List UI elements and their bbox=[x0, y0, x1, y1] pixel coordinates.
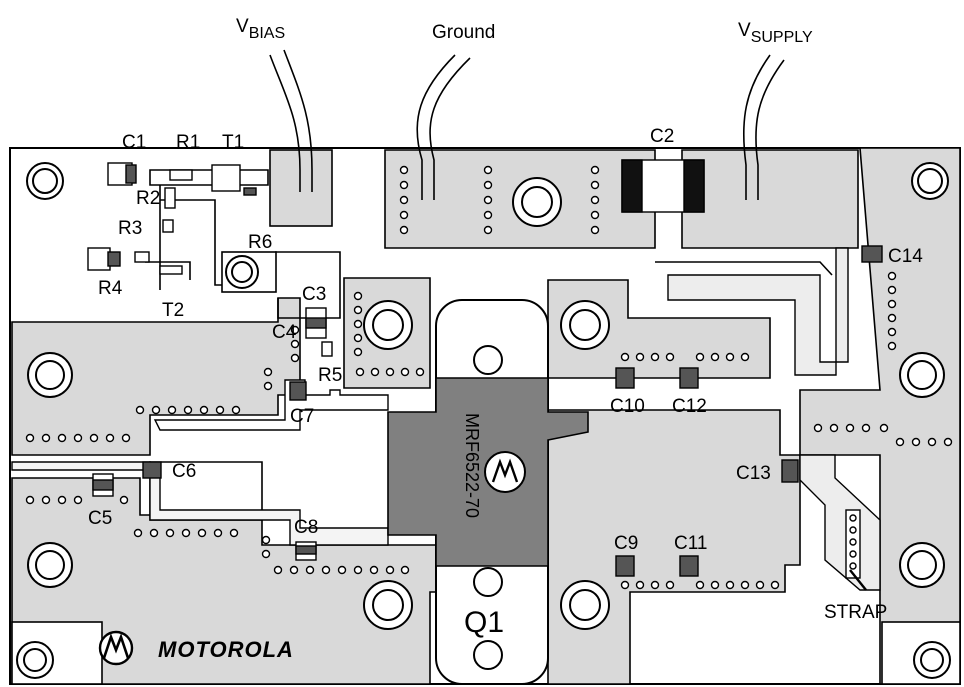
res-r5 bbox=[321, 341, 333, 357]
label-r2: R2 bbox=[136, 188, 160, 209]
ground-label: Ground bbox=[432, 22, 495, 43]
input-match-line bbox=[153, 379, 389, 431]
wire-vsupply bbox=[742, 54, 785, 200]
label-c1: C1 bbox=[122, 132, 146, 153]
transistor-t1 bbox=[211, 164, 241, 192]
pad-vbias bbox=[269, 149, 333, 227]
label-c3: C3 bbox=[302, 284, 326, 305]
label-c9: C9 bbox=[614, 533, 638, 554]
label-c11: C11 bbox=[674, 533, 707, 554]
label-c5: C5 bbox=[88, 508, 112, 529]
label-c6: C6 bbox=[172, 461, 196, 482]
cap-c13 bbox=[781, 459, 799, 483]
res-r1 bbox=[169, 169, 193, 181]
label-r4: R4 bbox=[98, 278, 123, 299]
motorola-logo-icon bbox=[98, 630, 134, 666]
label-c13: C13 bbox=[736, 463, 771, 484]
label-c2: C2 bbox=[650, 126, 674, 147]
label-t1: T1 bbox=[222, 132, 244, 153]
vias bbox=[25, 165, 953, 590]
parts bbox=[87, 159, 883, 577]
brand-name: MOTOROLA bbox=[158, 637, 294, 662]
q1-transistor bbox=[387, 299, 589, 685]
label-r3: R3 bbox=[118, 218, 142, 239]
cap-c9 bbox=[615, 555, 635, 577]
label-r5: R5 bbox=[318, 365, 342, 386]
cap-c10 bbox=[615, 367, 635, 389]
supply-feed-trace bbox=[667, 247, 849, 376]
label-r1: R1 bbox=[176, 132, 200, 153]
cap-c6 bbox=[142, 461, 162, 479]
label-c10: C10 bbox=[610, 396, 645, 417]
cap-c7 bbox=[289, 381, 307, 401]
label-c8: C8 bbox=[294, 517, 318, 538]
wire-vbias bbox=[269, 49, 313, 192]
label-q1: Q1 bbox=[464, 606, 504, 639]
label-strap: STRAP bbox=[824, 602, 887, 623]
cap-c14 bbox=[861, 245, 883, 263]
res-r3 bbox=[162, 219, 174, 233]
pad-vsupply bbox=[681, 149, 859, 249]
vbias-label: VBIAS bbox=[236, 16, 285, 42]
wire-ground bbox=[416, 54, 471, 200]
mounting-holes bbox=[16, 162, 951, 679]
cap-c12 bbox=[679, 367, 699, 389]
cap-c11 bbox=[679, 555, 699, 577]
label-c4: C4 bbox=[272, 322, 297, 343]
label-r6: R6 bbox=[248, 232, 272, 253]
supply-feed-loop bbox=[655, 261, 833, 276]
pad-drain-lower bbox=[547, 409, 801, 685]
device-logo-icon bbox=[491, 458, 519, 483]
strap-wire bbox=[849, 569, 867, 591]
res-r2 bbox=[164, 187, 176, 209]
label-c14: C14 bbox=[888, 246, 923, 267]
vsupply-label: VSUPPLY bbox=[738, 20, 813, 46]
label-c7: C7 bbox=[290, 406, 314, 427]
label-t2: T2 bbox=[162, 300, 184, 321]
label-c12: C12 bbox=[672, 396, 707, 417]
res-r4 bbox=[134, 251, 150, 263]
bias-network-trace bbox=[145, 169, 341, 319]
cap-c4-bias bbox=[87, 247, 111, 271]
device-part-number: MRF6522-70 bbox=[462, 413, 482, 518]
